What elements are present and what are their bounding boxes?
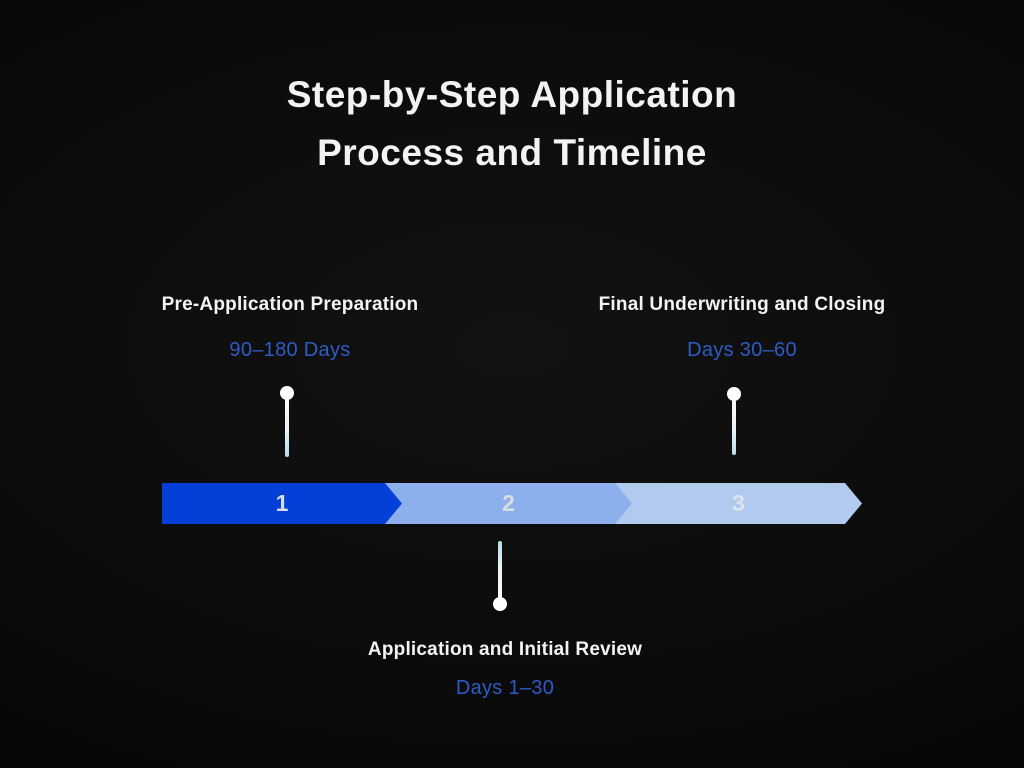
- step-1-duration: 90–180 Days: [229, 339, 351, 361]
- step-2-label-block: Application and Initial Review Days 1–30: [305, 637, 705, 701]
- timeline-segment-1: 1: [162, 483, 402, 524]
- page-title: Step-by-Step Application Process and Tim…: [0, 66, 1024, 182]
- step-2-number: 2: [502, 490, 515, 516]
- step-1-marker-dot: [280, 386, 294, 400]
- timeline-segment-3: 3: [615, 483, 862, 524]
- step-1-title: Pre-Application Preparation: [161, 294, 419, 315]
- step-2-marker-dot: [493, 597, 507, 611]
- step-3-marker-dot: [727, 387, 741, 401]
- step-3-marker-line: [732, 400, 736, 455]
- step-3-number: 3: [732, 490, 745, 516]
- step-2-title: Application and Initial Review: [367, 639, 643, 660]
- step-1-marker-line: [285, 399, 289, 457]
- step-3-title: Final Underwriting and Closing: [598, 294, 886, 315]
- title-line-1: Step-by-Step Application: [286, 74, 738, 115]
- step-3-duration: Days 30–60: [687, 339, 797, 361]
- timeline-bar: 1 2 3: [0, 483, 1024, 524]
- step-1-label-block: Pre-Application Preparation 90–180 Days: [90, 292, 490, 363]
- step-2-marker-line: [498, 541, 502, 598]
- timeline-segment-2: 2: [385, 483, 632, 524]
- step-3-label-block: Final Underwriting and Closing Days 30–6…: [542, 292, 942, 363]
- step-2-duration: Days 1–30: [455, 677, 555, 699]
- title-line-2: Process and Timeline: [317, 132, 707, 173]
- step-1-number: 1: [275, 490, 289, 516]
